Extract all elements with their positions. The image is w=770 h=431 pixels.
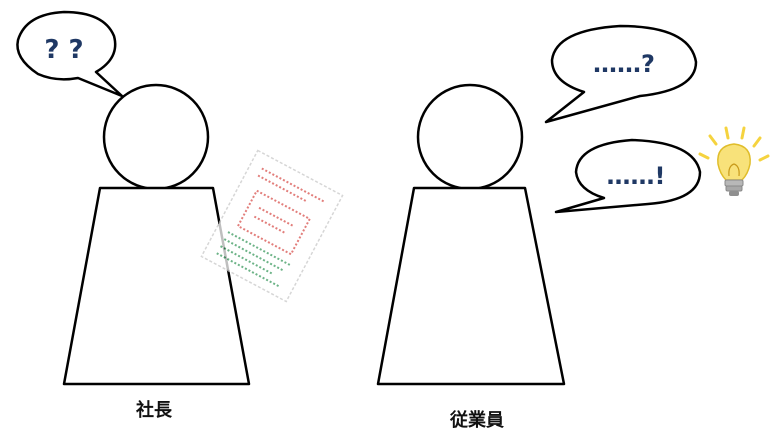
employee-figure: ……? ……! 従業員	[376, 24, 702, 431]
employee-speech-bubble-bottom: ……!	[554, 138, 702, 214]
president-label: 社長	[136, 399, 173, 421]
lightbulb-icon	[698, 126, 770, 196]
employee-bubble-top-text: ……?	[593, 50, 655, 78]
employee-head	[416, 83, 524, 191]
president-bubble-text: ? ?	[44, 35, 83, 65]
president-head	[102, 83, 210, 191]
president-speech-bubble: ? ?	[16, 10, 124, 98]
president-figure: ? ? 社長	[16, 10, 251, 421]
president-body	[62, 186, 251, 386]
employee-bubble-bottom-text: ……!	[607, 162, 666, 190]
employee-label: 従業員	[449, 409, 504, 431]
document-icon	[200, 149, 344, 303]
employee-speech-bubble-top: ……?	[544, 24, 698, 124]
employee-body	[376, 186, 566, 386]
